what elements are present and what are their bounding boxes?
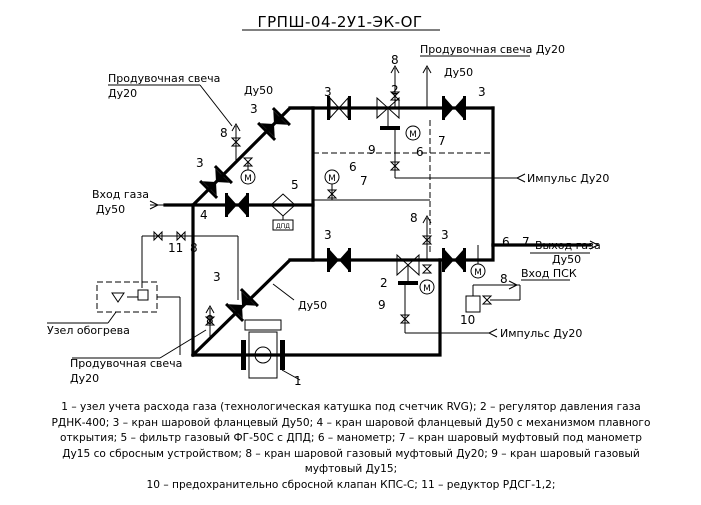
svg-text:8: 8	[500, 272, 508, 286]
gauge-left: M	[240, 162, 256, 185]
svg-text:2: 2	[391, 83, 399, 97]
inlet-label: Вход газа	[92, 188, 149, 201]
svg-text:3: 3	[478, 85, 486, 99]
small-valves	[153, 91, 493, 326]
purge-top-label: Продувочная свеча Ду20	[420, 43, 565, 56]
heating-node	[96, 235, 239, 355]
svg-text:2: 2	[380, 276, 388, 290]
inlet-dn: Ду50	[96, 203, 125, 216]
impulse-bottom-label: Импульс Ду20	[500, 327, 582, 340]
svg-text:6: 6	[416, 145, 424, 159]
svg-text:8: 8	[391, 53, 399, 67]
purge-left-dn: Ду20	[108, 87, 137, 100]
valve-upper-right	[442, 96, 466, 120]
component-numbers: 1 2 2 3 3 3 3 3 3 3 4 5 6 6 6 7 7 7 8 8 …	[168, 53, 530, 388]
outlet-arrow	[589, 240, 600, 250]
diagram-title: ГРПШ-04-2У1-ЭК-ОГ	[257, 13, 422, 31]
svg-text:4: 4	[200, 208, 208, 222]
svg-text:7: 7	[438, 134, 446, 148]
svg-text:6: 6	[502, 235, 510, 249]
legend-line: Ду15 со сбросным устройством; 8 – кран ш…	[62, 447, 640, 460]
gauge-mid: M	[324, 169, 340, 200]
svg-text:M: M	[409, 130, 417, 140]
svg-text:1: 1	[294, 374, 302, 388]
svg-text:6: 6	[349, 160, 357, 174]
purge-bottom-dn: Ду20	[70, 372, 99, 385]
valve-diagonal-upper	[257, 107, 291, 141]
svg-text:8: 8	[410, 211, 418, 225]
svg-text:9: 9	[368, 143, 376, 157]
legend-line: открытия; 5 – фильтр газовый ФГ-50С с ДП…	[60, 432, 642, 445]
valve-inlet	[225, 193, 249, 217]
psk-inlet-label: Вход ПСК	[521, 267, 577, 280]
impulse-bottom-arrow	[487, 328, 498, 338]
svg-text:3: 3	[324, 228, 332, 242]
regulator-lower	[396, 253, 420, 285]
valve-upper-left	[327, 96, 351, 120]
svg-text:3: 3	[250, 102, 258, 116]
gas-meter-1	[241, 319, 285, 379]
gauge-upper-regulator: M	[405, 125, 421, 141]
dn50-top-left-label: Ду50	[244, 84, 273, 97]
svg-text:8: 8	[190, 241, 198, 255]
legend-line: муфтовый Ду15;	[304, 463, 398, 476]
svg-text:11: 11	[168, 241, 183, 255]
impulse-top-label: Импульс Ду20	[527, 172, 609, 185]
purge-lines	[205, 64, 518, 340]
impulse-dashed	[313, 120, 493, 255]
legend-line: 1 – узел учета расхода газа (технологиче…	[61, 401, 641, 413]
svg-text:7: 7	[522, 235, 530, 249]
legend: 1 – узел учета расхода газа (технологиче…	[6, 400, 696, 494]
heating-node-label: Узел обогрева	[47, 324, 130, 337]
svg-text:7: 7	[360, 174, 368, 188]
legend-line: РДНК-400; 3 – кран шаровой фланцевый Ду5…	[51, 416, 651, 429]
impulse-top-arrow	[515, 173, 526, 183]
leader-lines	[47, 55, 590, 381]
svg-text:3: 3	[441, 228, 449, 242]
filter-dpd-label: ДПД	[276, 223, 290, 230]
dn50-top-right-label: Ду50	[444, 66, 473, 79]
regulator-upper	[376, 96, 400, 130]
svg-text:10: 10	[460, 313, 475, 327]
valve-lower-right	[442, 248, 466, 272]
filter-5: ДПД	[270, 193, 296, 231]
dn50-bottom-label: Ду50	[298, 299, 327, 312]
svg-text:8: 8	[220, 126, 228, 140]
svg-text:5: 5	[291, 178, 299, 192]
legend-line: 10 – предохранительно сбросной клапан КП…	[146, 478, 556, 491]
svg-text:M: M	[474, 268, 482, 278]
main-pipelines	[163, 106, 592, 358]
psk-node-10	[465, 280, 521, 313]
purge-left-label: Продувочная свеча	[108, 72, 220, 85]
outlet-dn: Ду50	[552, 253, 581, 266]
svg-text:8: 8	[206, 313, 214, 327]
valve-diagonal-lower	[225, 288, 259, 322]
svg-text:3: 3	[213, 270, 221, 284]
svg-text:M: M	[423, 284, 431, 294]
gauge-lower-regulator: M	[419, 279, 435, 295]
svg-text:9: 9	[378, 298, 386, 312]
svg-text:3: 3	[324, 85, 332, 99]
outlet-label: Выход газа	[535, 239, 601, 252]
svg-text:M: M	[244, 174, 252, 184]
svg-text:M: M	[328, 174, 336, 184]
gauge-outlet: M	[470, 245, 486, 279]
purge-bottom-label: Продувочная свеча	[70, 357, 182, 370]
valve-lower-left	[327, 248, 351, 272]
valve-diagonal-mid	[199, 165, 233, 199]
svg-text:3: 3	[196, 156, 204, 170]
